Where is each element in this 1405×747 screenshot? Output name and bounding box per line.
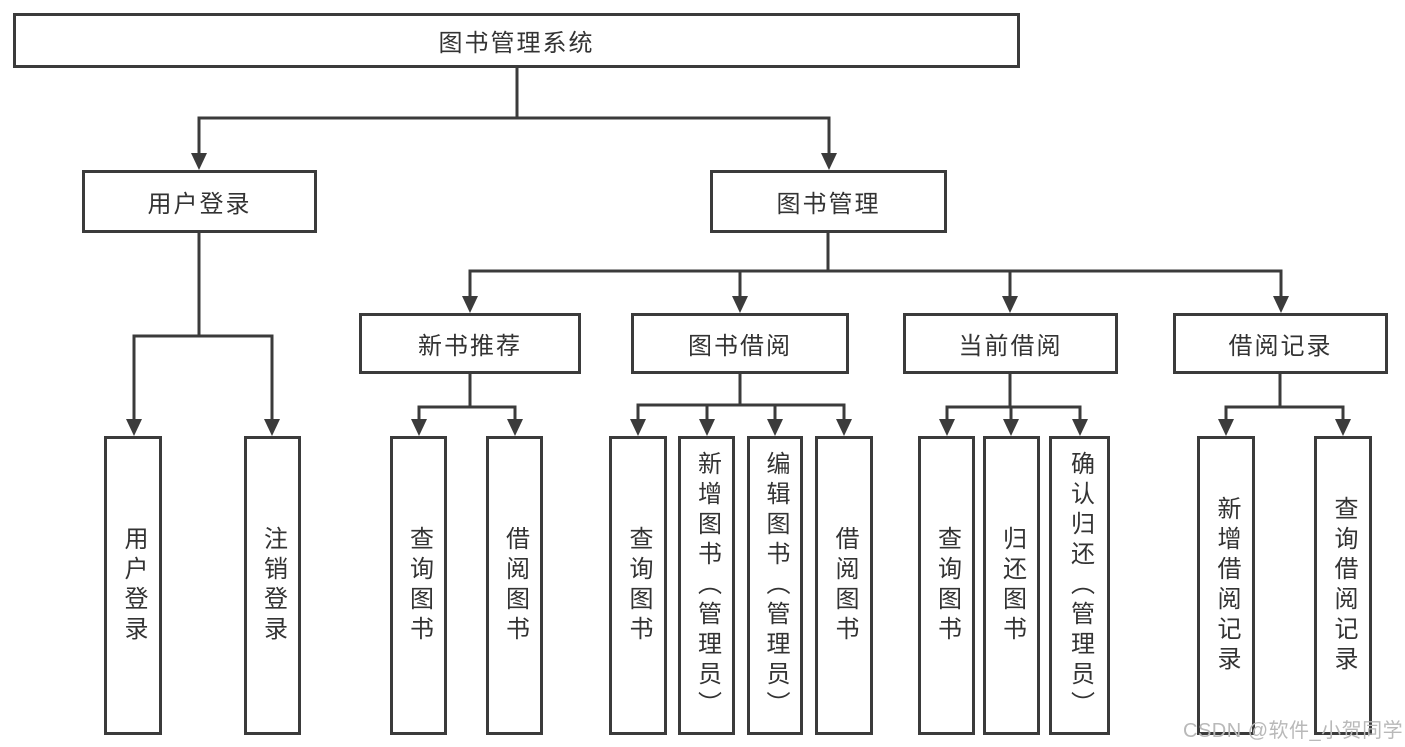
- node-label: 查询图书: [405, 525, 433, 646]
- leaf-add-borrow-record: 新增借阅记录: [1197, 436, 1255, 735]
- leaf-borrow-books-recommend: 借阅图书: [486, 436, 543, 735]
- node-user-login: 用户登录: [82, 170, 317, 233]
- node-label: 新增借阅记录: [1213, 495, 1240, 676]
- node-label: 借阅图书: [501, 525, 529, 646]
- node-label: 用户登录: [120, 525, 147, 646]
- csdn-watermark: CSDN @软件_小贺同学: [1183, 720, 1404, 742]
- node-label: 确认归还（管理员）: [1066, 450, 1094, 721]
- node-current-borrow: 当前借阅: [903, 313, 1118, 374]
- node-label: 查询图书: [933, 525, 961, 646]
- leaf-borrow-books-borrow: 借阅图书: [815, 436, 873, 735]
- leaf-logout: 注销登录: [244, 436, 301, 735]
- leaf-edit-book-admin: 编辑图书（管理员）: [747, 436, 803, 735]
- leaf-return-book: 归还图书: [983, 436, 1040, 735]
- node-borrow-records: 借阅记录: [1173, 313, 1388, 374]
- node-label: 当前借阅: [958, 333, 1063, 360]
- node-label: 借阅记录: [1228, 333, 1333, 360]
- node-label: 新增图书（管理员）: [693, 450, 721, 721]
- node-label: 图书管理系统: [438, 30, 595, 57]
- node-book-borrow: 图书借阅: [631, 313, 849, 374]
- leaf-query-borrow-record: 查询借阅记录: [1314, 436, 1372, 735]
- node-label: 归还图书: [998, 525, 1026, 646]
- node-label: 查询借阅记录: [1330, 495, 1357, 676]
- node-new-book-recommend: 新书推荐: [359, 313, 581, 374]
- leaf-query-books-recommend: 查询图书: [390, 436, 447, 735]
- node-label: 注销登录: [259, 525, 287, 646]
- node-label: 图书借阅: [688, 333, 792, 360]
- node-label: 图书管理: [776, 191, 881, 218]
- node-root: 图书管理系统: [13, 13, 1020, 68]
- leaf-user-login: 用户登录: [104, 436, 162, 735]
- node-label: 新书推荐: [418, 333, 522, 360]
- node-book-management: 图书管理: [710, 170, 947, 233]
- node-label: 用户登录: [147, 191, 252, 218]
- node-label: 编辑图书（管理员）: [762, 450, 789, 721]
- leaf-query-books-borrow: 查询图书: [609, 436, 667, 735]
- leaf-add-book-admin: 新增图书（管理员）: [678, 436, 735, 735]
- node-label: 查询图书: [625, 525, 652, 646]
- leaf-confirm-return-admin: 确认归还（管理员）: [1049, 436, 1110, 735]
- node-label: 借阅图书: [831, 525, 858, 646]
- leaf-query-books-current: 查询图书: [918, 436, 975, 735]
